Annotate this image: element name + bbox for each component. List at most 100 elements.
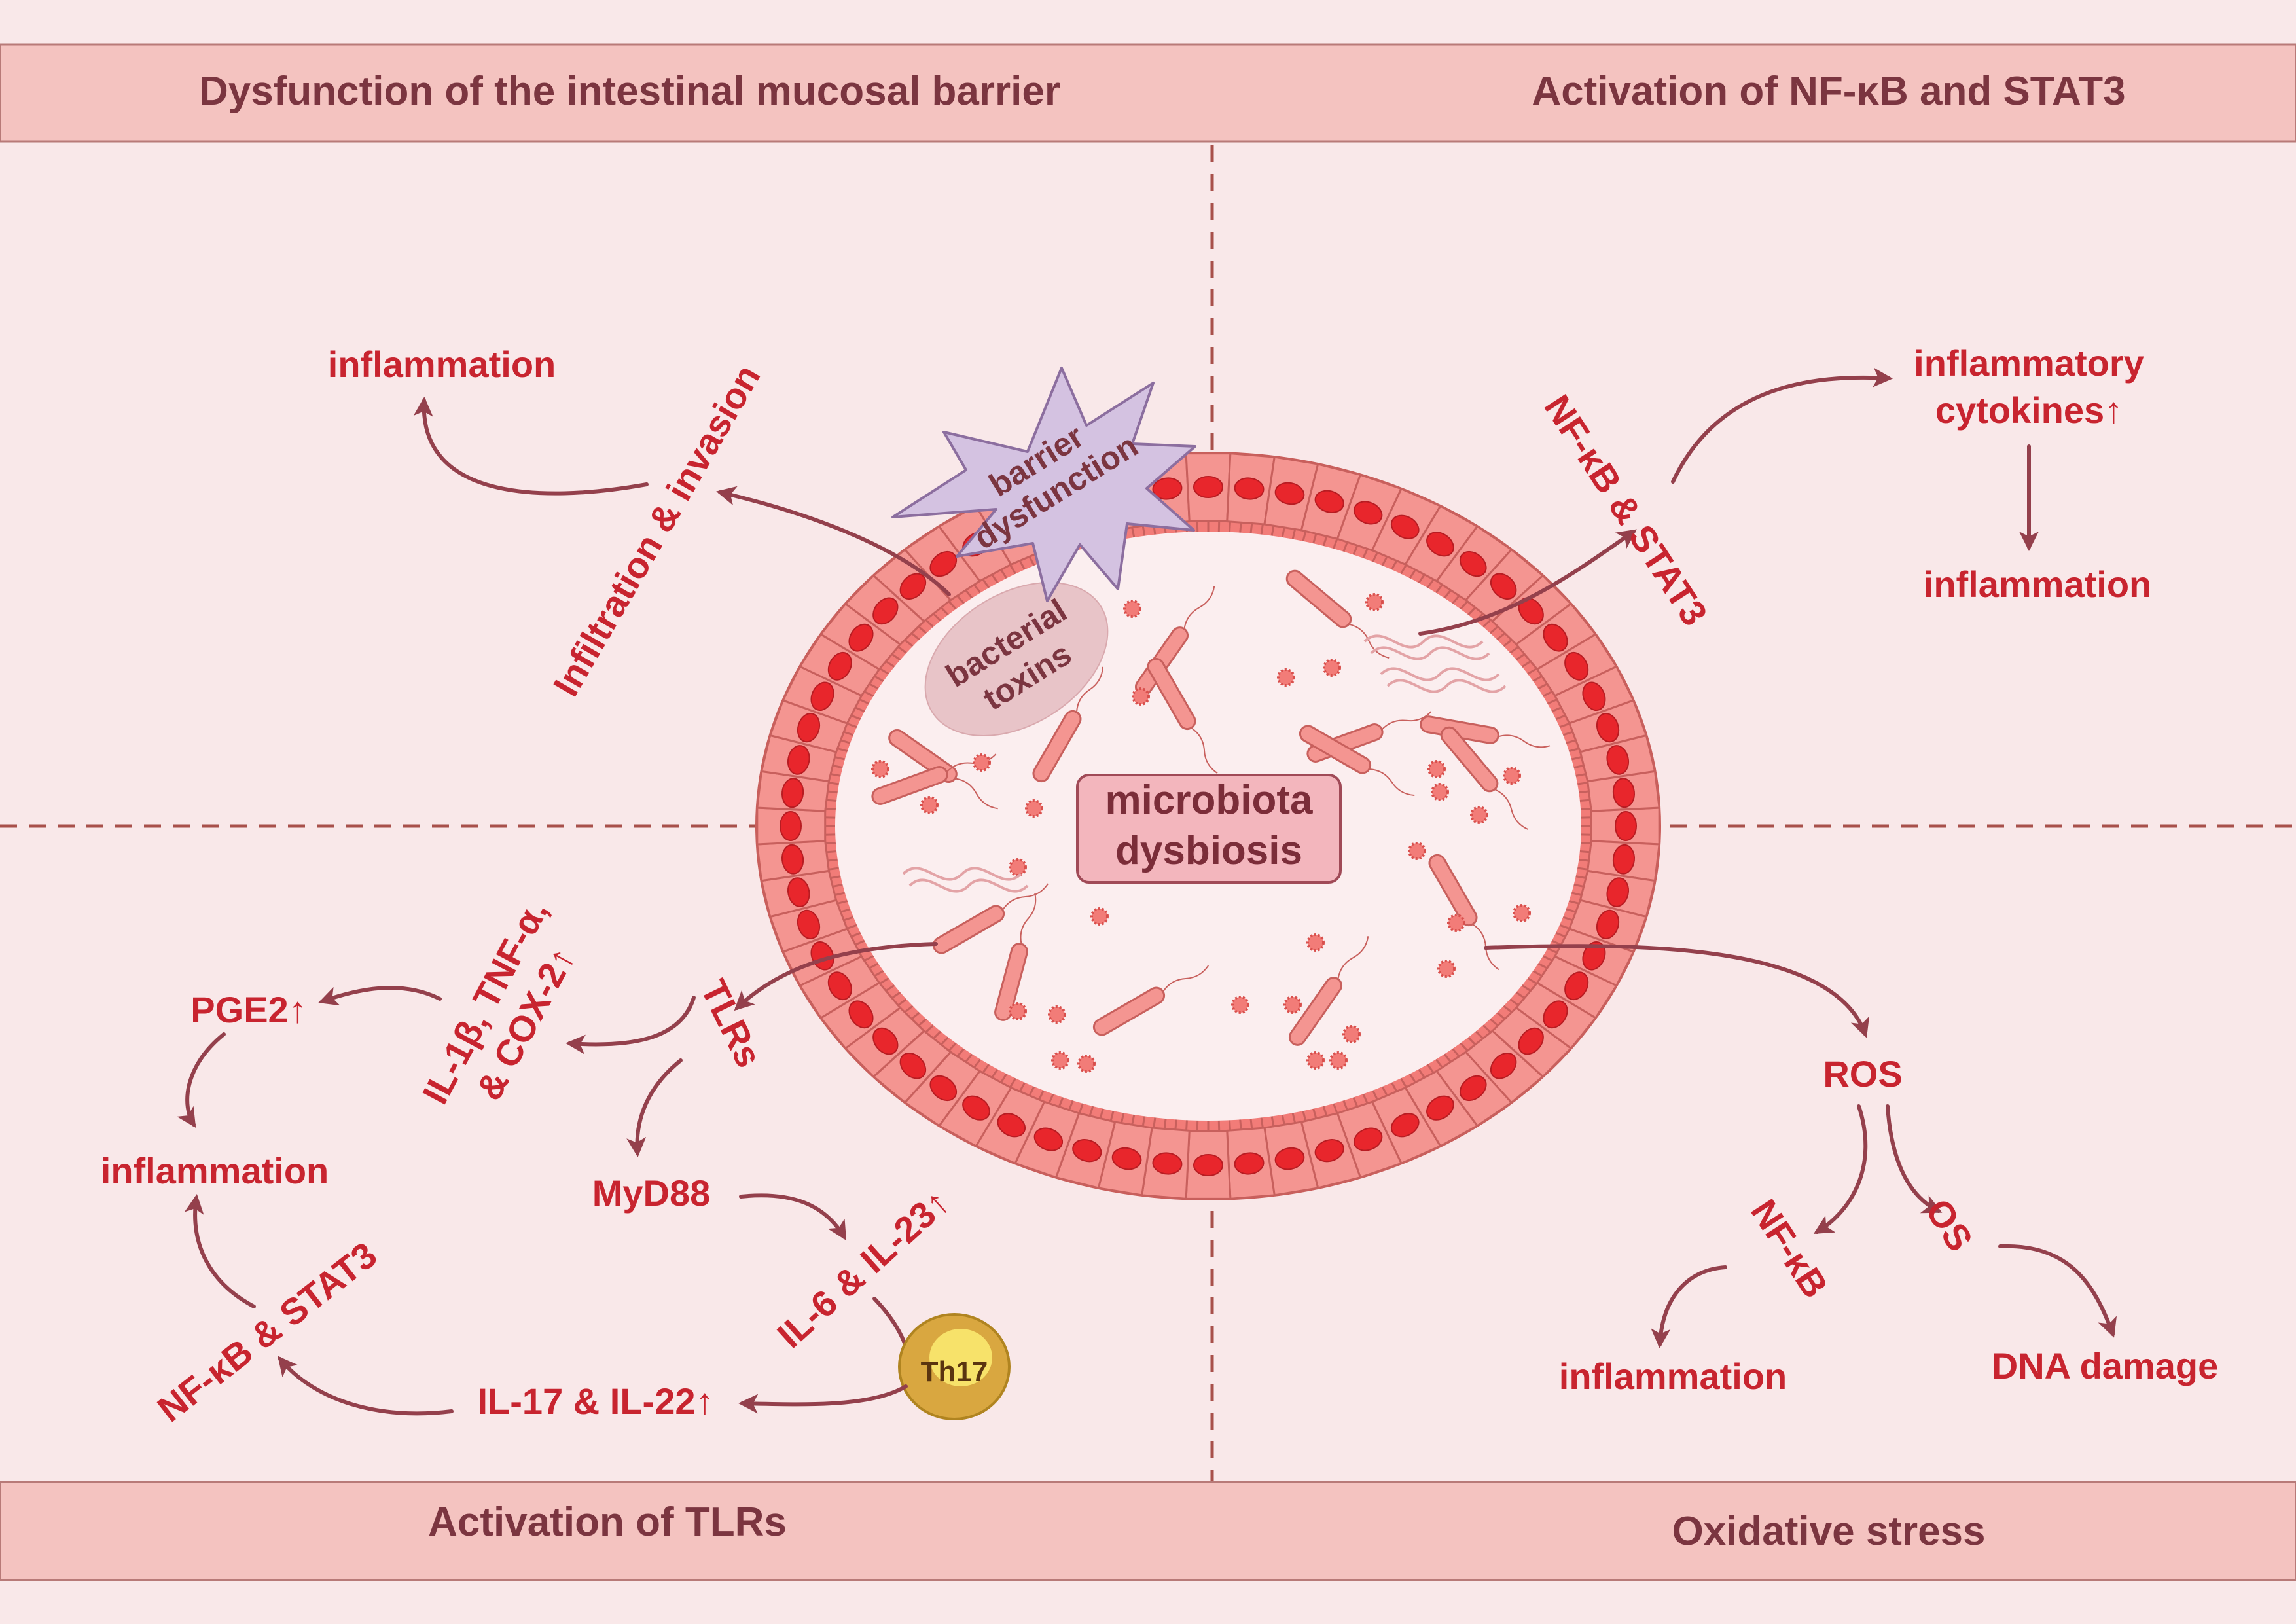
bacterium-coccus xyxy=(1025,799,1043,818)
microvillus xyxy=(850,931,861,938)
microvillus xyxy=(948,600,957,610)
microvillus xyxy=(1131,526,1136,538)
microvillus xyxy=(1372,552,1378,562)
cell-nucleus xyxy=(1459,550,1487,577)
cell-nucleus xyxy=(1612,778,1635,808)
microvillus xyxy=(874,675,884,683)
microvillus xyxy=(891,653,901,661)
bacterium-coccus xyxy=(1503,767,1521,785)
microvillus xyxy=(1515,991,1526,1000)
cell-nucleus xyxy=(1582,941,1606,971)
microvillus xyxy=(1312,533,1318,544)
microvillus xyxy=(982,579,990,588)
bacterial-toxins-blob xyxy=(924,582,1109,736)
microvillus xyxy=(834,755,846,761)
microvillus xyxy=(1400,1077,1407,1088)
bacterium-flagellum xyxy=(954,778,998,810)
microvillus xyxy=(1342,541,1349,552)
microvillus xyxy=(832,764,843,769)
bacterium-flagellum xyxy=(1162,965,1210,992)
microvillus xyxy=(918,625,927,634)
cell-nucleus xyxy=(848,623,874,652)
arrow-ros-to-nfkb xyxy=(1813,1104,1868,1235)
microvillus xyxy=(1579,790,1590,794)
microvillus xyxy=(1302,1110,1307,1122)
microvillus xyxy=(1452,594,1460,604)
bacterium-coccus xyxy=(1365,593,1384,611)
cell-nucleus xyxy=(797,713,821,743)
cell-nucleus xyxy=(1234,1152,1265,1175)
microvillus xyxy=(1239,1119,1242,1130)
microvillus xyxy=(1018,560,1026,570)
label-il17-il22: IL-17 & IL-22↑ xyxy=(478,1380,714,1422)
arrow-dysbiosis-to-tlrs xyxy=(734,942,938,1011)
label-myd88: MyD88 xyxy=(592,1172,711,1214)
cell-nucleus xyxy=(929,1075,958,1102)
bacterium-coccus xyxy=(1009,1002,1027,1020)
bacterium-flagellum xyxy=(1183,586,1215,630)
microvillus xyxy=(1467,1036,1477,1046)
microvillus xyxy=(891,991,901,1000)
bacterium-flagellum xyxy=(1369,768,1415,796)
bacterium-coccus xyxy=(1306,933,1325,952)
microvillus xyxy=(1322,1106,1328,1117)
microvillus xyxy=(904,639,914,647)
microvillus xyxy=(940,1036,949,1046)
microvillus xyxy=(1475,1030,1484,1039)
cell-nucleus xyxy=(1353,501,1383,525)
bacterium-filament xyxy=(902,867,1022,881)
microvillus xyxy=(1038,1090,1045,1100)
top-title-band xyxy=(0,43,2296,143)
microvillus xyxy=(1571,892,1583,897)
microvillus xyxy=(1577,867,1588,871)
microvillus xyxy=(1322,535,1328,547)
microvillus xyxy=(869,962,879,969)
microvillus xyxy=(1571,755,1583,761)
arrow-toxins-to-infiltration xyxy=(716,486,951,596)
bacterium-rod xyxy=(1440,726,1499,793)
cell-nucleus xyxy=(827,651,852,681)
microvillus xyxy=(825,842,836,845)
bacterium-coccus xyxy=(1306,1051,1325,1070)
microvillus xyxy=(1460,1042,1469,1052)
microvillus xyxy=(830,875,841,879)
microvillus xyxy=(1426,579,1435,588)
microvillus xyxy=(964,589,973,599)
microvillus xyxy=(1390,560,1398,570)
microvillus xyxy=(973,584,982,594)
microvillus xyxy=(1521,984,1532,992)
microvillus xyxy=(846,722,857,729)
cell-nucleus xyxy=(1582,681,1606,711)
microvillus xyxy=(1141,525,1146,536)
microvillus xyxy=(1342,1100,1349,1111)
bacterium-coccus xyxy=(1231,996,1249,1014)
microvillus xyxy=(1547,947,1558,954)
cell-nucleus xyxy=(1606,745,1630,775)
arrow-cytokines-to-pge2 xyxy=(318,986,442,1006)
microvillus xyxy=(1577,782,1588,785)
microvillus xyxy=(1239,522,1242,533)
panel-title-nfkb-stat3: Activation of NF-κB and STAT3 xyxy=(1532,69,2125,114)
microvillus xyxy=(1503,639,1513,647)
microvillus xyxy=(1532,969,1543,977)
microvillus xyxy=(1452,1048,1460,1058)
cell-nucleus xyxy=(781,844,804,875)
microvillus xyxy=(1362,1093,1369,1104)
microvillus xyxy=(1390,1082,1398,1092)
microvillus xyxy=(956,594,965,604)
microvillus xyxy=(1547,698,1558,705)
cell-nucleus xyxy=(848,1000,874,1029)
arrow-nfkb-to-inflammation xyxy=(184,1194,256,1308)
microvillus xyxy=(1291,528,1297,540)
bacterium-flagellum xyxy=(1020,893,1037,945)
microvillus xyxy=(1515,653,1526,661)
bacterium-flagellum xyxy=(1381,711,1432,731)
bacterium-coccus xyxy=(920,796,939,814)
bacterium-coccus xyxy=(1329,1051,1348,1070)
microvillus xyxy=(854,706,865,713)
microvillus xyxy=(1527,668,1537,675)
microvillus xyxy=(1527,977,1537,984)
center-label-line1: microbiota xyxy=(1105,778,1313,823)
cell-nucleus xyxy=(1314,490,1344,513)
